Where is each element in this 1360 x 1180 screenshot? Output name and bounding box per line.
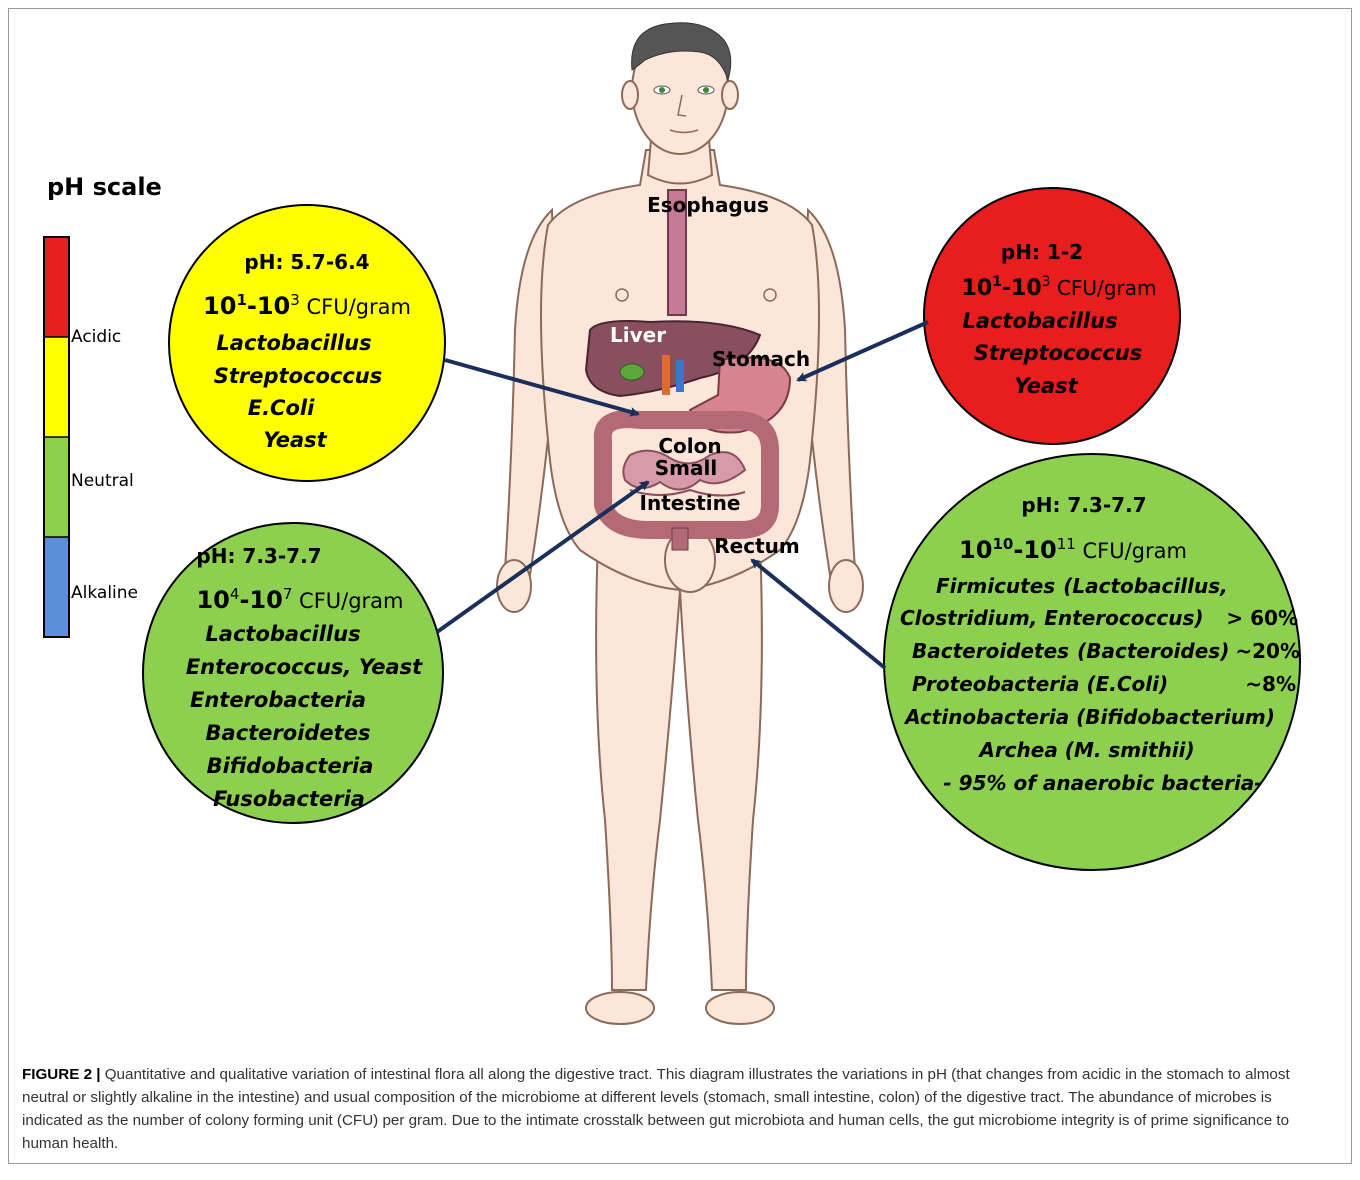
phylum-line: Archea (M. smithii)	[977, 738, 1194, 762]
phylum-line: Clostridium, Enterococcus)	[900, 606, 1204, 630]
caption-text: Quantitative and qualitative variation o…	[22, 1066, 1290, 1152]
phylum-line: Actinobacteria (Bifidobacterium)	[903, 705, 1275, 729]
label-colon: Colon	[658, 434, 721, 458]
species-item: Bifidobacteria	[207, 754, 374, 778]
species-item: Streptococcus	[214, 364, 382, 388]
ph-label-neutral: Neutral	[71, 471, 134, 491]
ph-bar-red	[44, 237, 69, 337]
bubble-small-intestine-lower: pH: 7.3-7.7 104-107 CFU/gram Lactobacill…	[143, 523, 443, 823]
phylum-percent: > 60%	[1226, 606, 1298, 630]
bubble-cfu: 101-103 CFU/gram	[962, 274, 1157, 301]
ph-bar-yellow	[44, 337, 69, 437]
species-item: E.Coli	[248, 396, 315, 420]
label-liver: Liver	[610, 323, 666, 347]
label-small: Small	[655, 456, 717, 480]
phylum-percent: ~8%	[1245, 672, 1296, 696]
bubble-ph: pH: 7.3-7.7	[196, 544, 321, 568]
figure-diagram: pH scale Acidic Neutral Alkaline	[0, 0, 1360, 1060]
bubble-ph: pH: 1-2	[1001, 240, 1083, 264]
ph-bar-green	[44, 437, 69, 537]
bubble-cfu: 104-107 CFU/gram	[196, 585, 403, 614]
species-item: Yeast	[1014, 374, 1078, 398]
label-stomach: Stomach	[712, 347, 810, 371]
species-item: Lactobacillus	[205, 622, 360, 646]
ph-scale-title: pH scale	[47, 173, 162, 201]
species-item: Streptococcus	[974, 341, 1142, 365]
species-item: Lactobacillus	[962, 309, 1117, 333]
label-intestine: Intestine	[640, 491, 741, 515]
label-esophagus: Esophagus	[647, 193, 769, 217]
figure-caption: FIGURE 2 | Quantitative and qualitative …	[22, 1063, 1332, 1155]
human-body-illustration	[497, 23, 863, 1024]
bubble-stomach: pH: 1-2 101-103 CFU/gram Lactobacillus S…	[924, 188, 1180, 444]
species-item: Enterobacteria	[190, 688, 366, 712]
label-rectum: Rectum	[714, 534, 799, 558]
ph-scale: pH scale Acidic Neutral Alkaline	[44, 173, 162, 637]
ph-bar-blue	[44, 537, 69, 637]
ph-label-alkaline: Alkaline	[71, 583, 138, 603]
bubble-small-intestine-upper: pH: 5.7-6.4 101-103 CFU/gram Lactobacill…	[169, 205, 445, 481]
species-item: Fusobacteria	[213, 787, 365, 811]
species-item: Lactobacillus	[216, 331, 371, 355]
phylum-percent: ~20%	[1235, 639, 1300, 663]
ph-label-acidic: Acidic	[71, 327, 121, 347]
bubble-cfu: 101-103 CFU/gram	[203, 291, 411, 320]
bubble-ph: pH: 5.7-6.4	[244, 250, 369, 274]
species-item: Enterococcus, Yeast	[186, 655, 423, 679]
species-item: Bacteroidetes	[206, 721, 371, 745]
bubble-ph: pH: 7.3-7.7	[1021, 493, 1146, 517]
phylum-line: - 95% of anaerobic bacteria-	[943, 771, 1262, 795]
species-item: Yeast	[263, 428, 327, 452]
bubble-colon: pH: 7.3-7.7 1010-1011 CFU/gram Firmicute…	[884, 454, 1300, 870]
caption-label: FIGURE 2 |	[22, 1066, 101, 1083]
arrow-green-to-rectum	[752, 560, 885, 668]
phylum-line: Firmicutes(Lactobacillus,	[936, 574, 1228, 598]
phylum-line: Proteobacteria (E.Coli)	[912, 672, 1168, 696]
